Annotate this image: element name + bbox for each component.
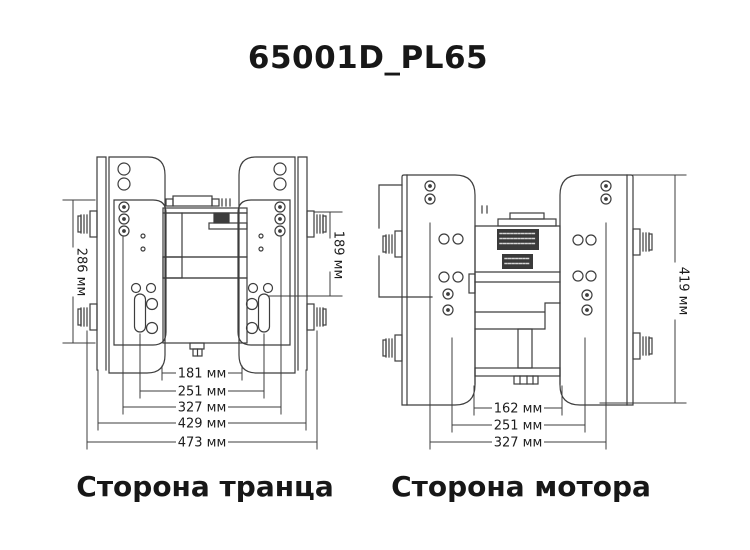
page-title: 65001D_PL65 — [247, 40, 489, 76]
transom-inner-plates — [113, 199, 291, 346]
dim-transom-width-181: 181 мм — [178, 367, 227, 382]
dim-transom-width-251: 251 мм — [178, 385, 227, 400]
transom-actuator-body — [162, 195, 248, 357]
dim-transom-width-473: 473 мм — [178, 436, 227, 451]
transom-view: 286 мм 189 мм 181 мм 251 мм 327 мм 429 м… — [62, 156, 346, 451]
label-sticker-large — [497, 229, 539, 250]
dim-motor-height-right: 419 мм — [676, 267, 691, 316]
dim-motor-width-251: 251 мм — [494, 419, 543, 434]
dim-transom-height-right: 189 мм — [331, 231, 346, 280]
dim-motor-width-162: 162 мм — [494, 402, 543, 417]
motor-view-caption: Сторона мотора — [391, 470, 651, 503]
transom-ear-plates — [108, 156, 296, 374]
label-sticker-small — [502, 254, 533, 269]
dim-transom-width-327: 327 мм — [178, 401, 227, 416]
transom-dimension-labels: 286 мм 189 мм 181 мм 251 мм 327 мм 429 м… — [74, 231, 346, 451]
motor-clamp-bracket — [378, 184, 433, 298]
transom-view-caption: Сторона транца — [76, 470, 334, 503]
dim-transom-height-left: 286 мм — [74, 248, 89, 297]
dim-transom-width-429: 429 мм — [178, 417, 227, 432]
motor-dimension-labels: 419 мм 162 мм 251 мм 327 мм — [492, 267, 691, 451]
motor-dimension-lines — [429, 174, 687, 450]
dim-motor-width-327: 327 мм — [494, 436, 543, 451]
transom-rails — [96, 156, 308, 371]
motor-view: 419 мм 162 мм 251 мм 327 мм — [378, 174, 691, 451]
transom-side-bolts — [77, 210, 327, 331]
motor-hydraulic-unit — [468, 205, 561, 385]
motor-plates — [401, 174, 634, 406]
